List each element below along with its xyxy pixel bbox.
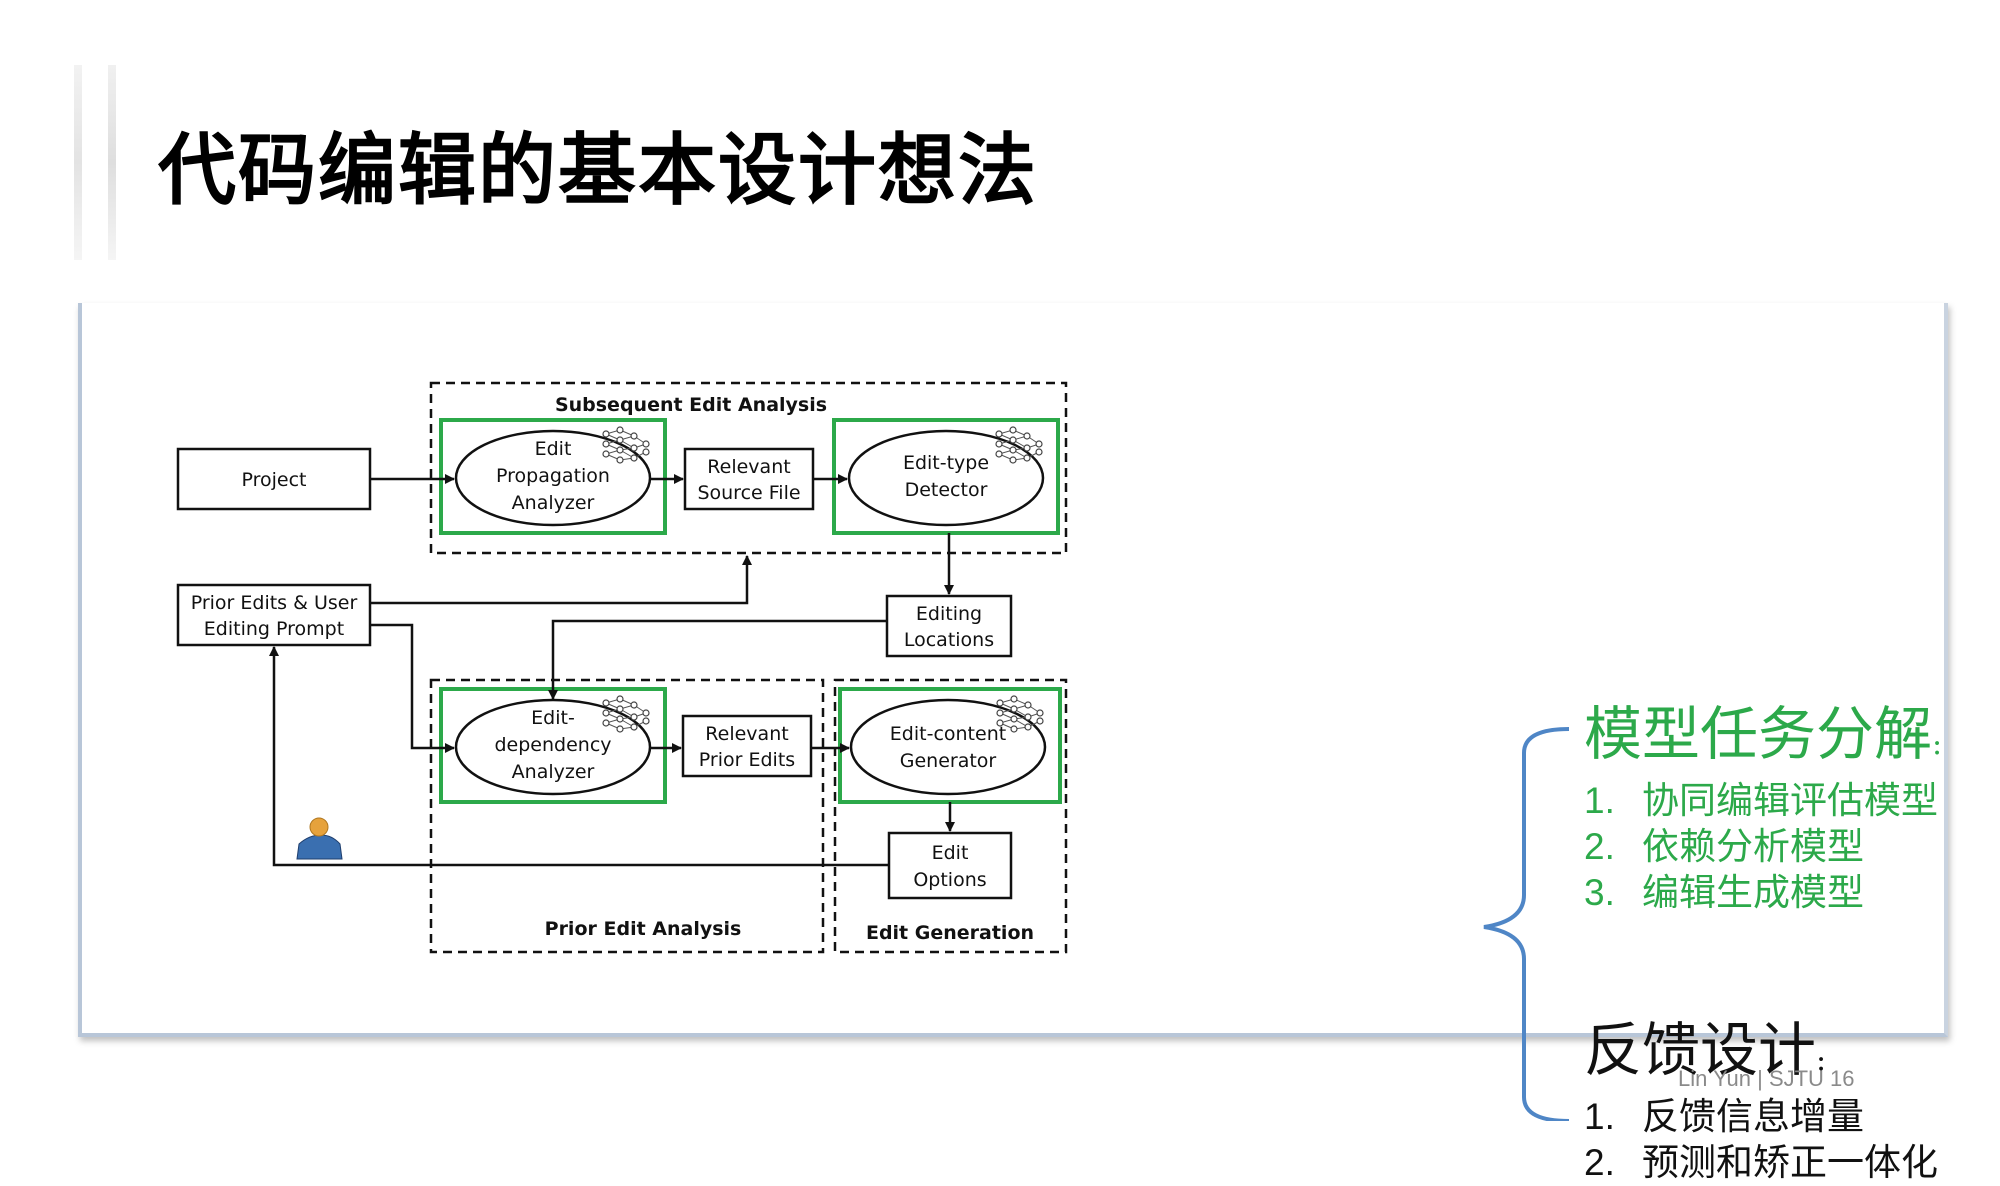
- list-item: 1.反馈信息增量: [1584, 1095, 1864, 1138]
- group-prior-edit-analysis: [429, 678, 825, 954]
- list-item: 3.编辑生成模型: [1584, 871, 1864, 914]
- prior-edits-prompt-label-line2: Editing Prompt: [204, 618, 344, 640]
- edit-content-generator-node: [849, 698, 1047, 796]
- editing-locations-box: [885, 594, 1013, 658]
- neural-network-icon: [996, 695, 1044, 733]
- task-decomposition-list: 1.协同编辑评估模型 2.依赖分析模型 3.编辑生成模型: [1584, 778, 1942, 916]
- feedback-design-heading: 反馈设计:: [1584, 1016, 1827, 1084]
- prior-edits-prompt-label-line1: Prior Edits & User: [191, 592, 358, 614]
- group-edit-generation-label: Edit Generation: [866, 922, 1034, 944]
- title-decoration-bar: [108, 65, 116, 260]
- relevant-source-file-label-line1: Relevant: [707, 456, 790, 478]
- relevant-source-file-box: [683, 447, 815, 511]
- edit-content-label-line1: Edit-content: [890, 723, 1006, 745]
- task-decomposition-heading: 模型任务分解:: [1584, 700, 1943, 768]
- editing-locations-label-line2: Locations: [904, 629, 994, 651]
- arrow-prompt-to-dependency: [370, 623, 455, 753]
- relevant-prior-edits-label-line1: Relevant: [705, 723, 788, 745]
- prior-edits-prompt-box: [176, 583, 372, 647]
- group-edit-generation: [833, 678, 1068, 954]
- editing-locations-label-line1: Editing: [916, 603, 982, 625]
- neural-network-icon: [602, 426, 650, 464]
- arrow-prompt-to-subsequent-group: [370, 555, 752, 605]
- edit-propagation-label-line3: Analyzer: [512, 492, 595, 514]
- edit-options-box: [887, 831, 1013, 900]
- relevant-prior-edits-box: [681, 714, 813, 778]
- feedback-design-section: 反馈设计: 1.反馈信息增量 2.预测和矫正一体化: [1584, 1017, 1938, 1186]
- group-prior-edit-analysis-label: Prior Edit Analysis: [545, 918, 742, 940]
- edit-dependency-label-line2: dependency: [494, 734, 611, 756]
- project-box: [176, 447, 372, 511]
- architecture-diagram: Subsequent Edit Analysis Prior Edit Anal…: [176, 381, 1068, 954]
- arrow-locations-to-dependency: [548, 619, 887, 700]
- feedback-design-list: 1.反馈信息增量 2.预测和矫正一体化: [1584, 1094, 1938, 1186]
- title-decoration-bar: [74, 65, 82, 260]
- edit-options-label-line2: Options: [913, 869, 986, 891]
- user-icon: [296, 817, 343, 860]
- edit-dependency-label-line1: Edit-: [531, 707, 575, 729]
- edit-propagation-label-line1: Edit: [535, 438, 572, 460]
- project-label: Project: [241, 469, 306, 491]
- edit-propagation-label-line2: Propagation: [496, 465, 610, 487]
- curly-brace: [1483, 727, 1570, 1121]
- edit-type-label-line2: Detector: [905, 479, 988, 501]
- edit-content-label-line2: Generator: [900, 750, 997, 772]
- content-panel: Subsequent Edit Analysis Prior Edit Anal…: [78, 303, 1948, 1184]
- list-item: 2.预测和矫正一体化: [1584, 1141, 1938, 1184]
- list-item: 1.协同编辑评估模型: [1584, 779, 1938, 822]
- slide-footer: Lin Yun | SJTU 16: [1678, 1066, 1855, 1091]
- slide-title: 代码编辑的基本设计想法: [158, 126, 1039, 216]
- relevant-prior-edits-label-line2: Prior Edits: [699, 749, 795, 771]
- edit-type-label-line1: Edit-type: [903, 452, 989, 474]
- edit-type-detector-node: [847, 429, 1045, 527]
- list-item: 2.依赖分析模型: [1584, 825, 1864, 868]
- relevant-source-file-label-line2: Source File: [697, 482, 800, 504]
- arrow-options-to-prompt: [269, 646, 889, 867]
- task-decomposition-section: 模型任务分解: 1.协同编辑评估模型 2.依赖分析模型 3.编辑生成模型: [1584, 701, 1942, 916]
- edit-dependency-label-line3: Analyzer: [512, 761, 595, 783]
- edit-options-label-line1: Edit: [932, 842, 969, 864]
- group-subsequent-edit-analysis: [429, 381, 1068, 555]
- neural-network-icon: [602, 695, 650, 733]
- group-subsequent-edit-analysis-label: Subsequent Edit Analysis: [555, 394, 827, 416]
- neural-network-icon: [995, 426, 1043, 464]
